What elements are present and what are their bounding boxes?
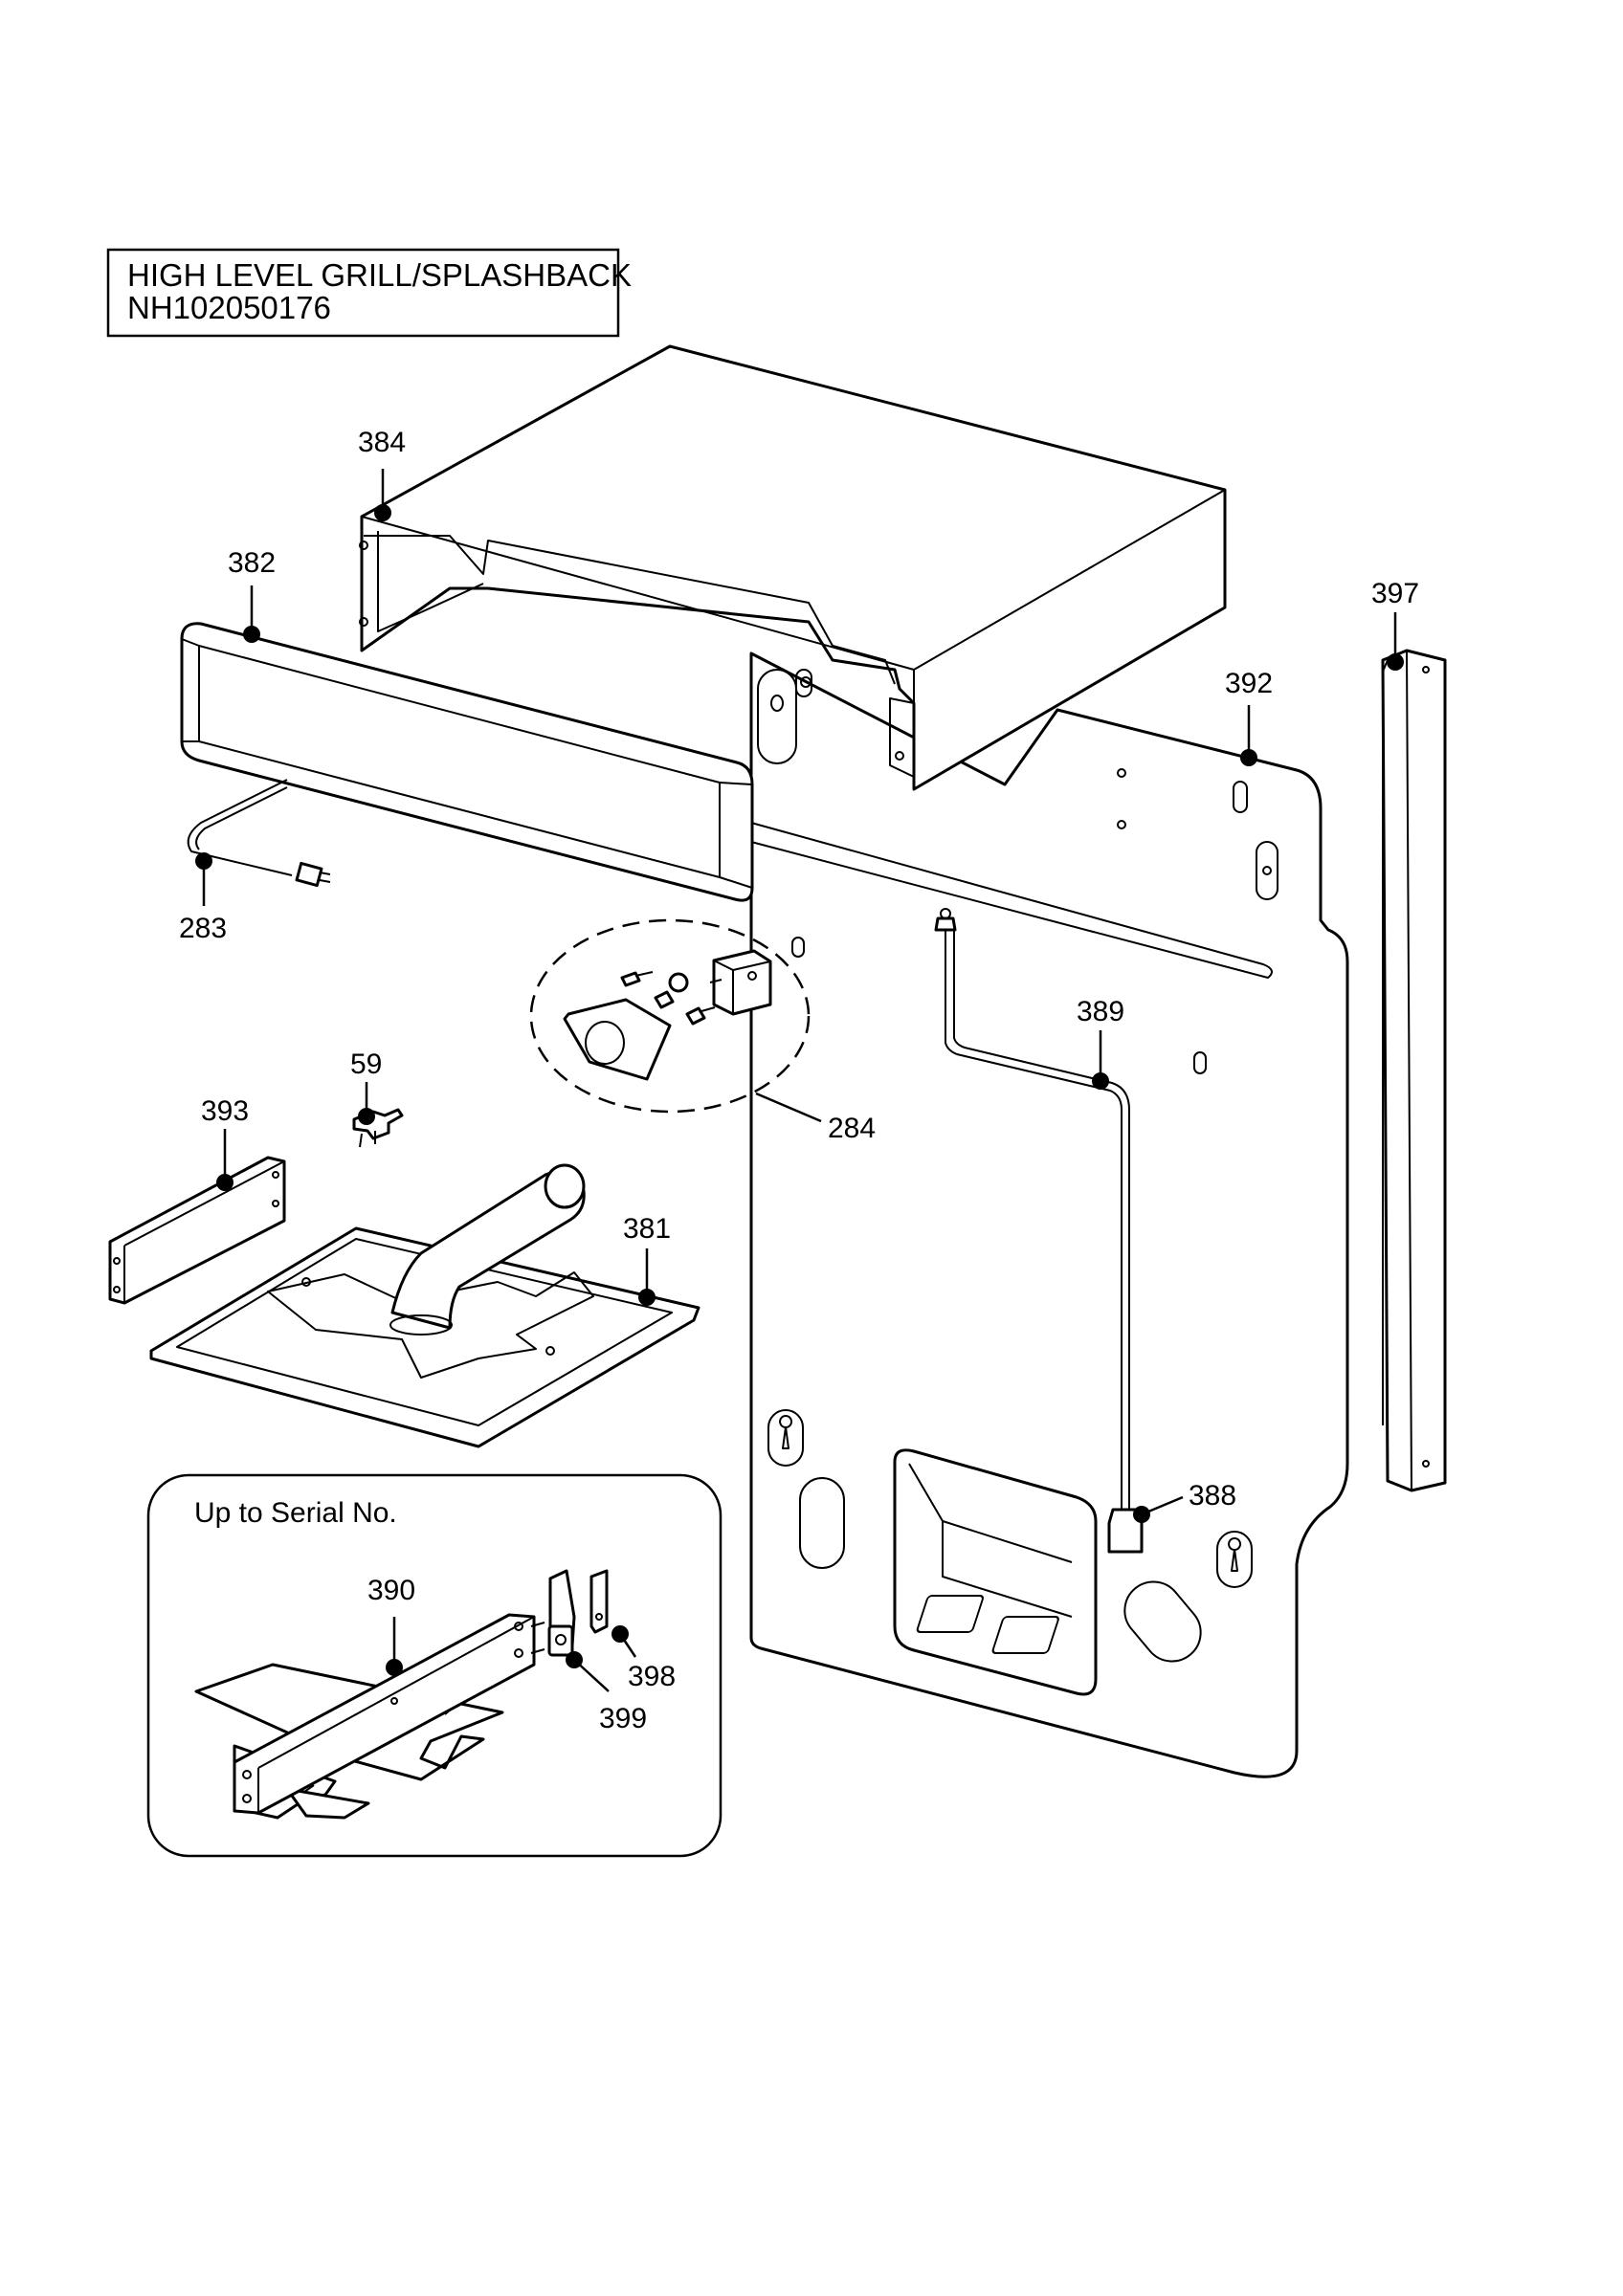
callout-392: 392	[1225, 668, 1273, 699]
callout-390: 390	[367, 1575, 415, 1606]
callout-284: 284	[828, 1113, 876, 1144]
pipe-389	[934, 908, 1144, 1554]
base-tray-381	[149, 1163, 700, 1448]
callout-399: 399	[599, 1703, 647, 1734]
inset-caption: Up to Serial No.	[194, 1497, 397, 1529]
bracket-393	[108, 1156, 286, 1305]
title-line-1: HIGH LEVEL GRILL/SPLASHBACK	[127, 257, 632, 293]
callout-393: 393	[201, 1095, 249, 1127]
inset-box: Up to Serial No.	[146, 1473, 723, 1858]
title-line-2: NH102050176	[127, 290, 331, 325]
callout-59: 59	[350, 1049, 382, 1080]
grill-fascia-382	[180, 622, 754, 902]
callout-283: 283	[179, 913, 227, 944]
callout-381: 381	[623, 1213, 671, 1245]
callout-397: 397	[1371, 578, 1419, 609]
hood-box-384	[359, 344, 1227, 791]
side-strip-397	[1381, 649, 1447, 1492]
callout-384: 384	[358, 427, 406, 458]
callout-389: 389	[1077, 996, 1124, 1027]
callout-382: 382	[228, 547, 276, 579]
title-box: HIGH LEVEL GRILL/SPLASHBACK NH102050176	[106, 248, 632, 338]
callout-388: 388	[1189, 1480, 1236, 1512]
tube-283	[187, 779, 331, 888]
callouts: 384 382 397 392 283 389 59 393 284 381 3…	[179, 427, 1419, 1734]
back-panel-392	[749, 651, 1349, 1778]
detail-284	[529, 918, 811, 1114]
callout-398: 398	[628, 1661, 676, 1692]
